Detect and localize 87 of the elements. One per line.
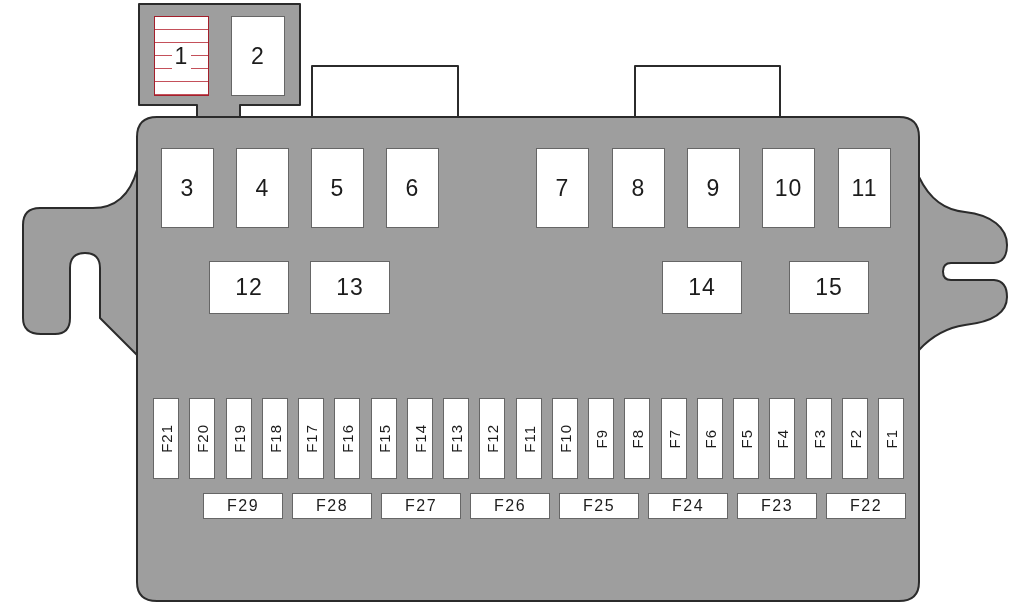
fuse-slot <box>371 398 397 479</box>
fuse-slot <box>559 493 639 519</box>
relay-number: 8 <box>631 176 646 200</box>
fuse-slot <box>262 398 288 479</box>
fuse-label: F22 <box>849 498 883 514</box>
fuse-slot <box>826 493 906 519</box>
fuse-label: F28 <box>315 498 349 514</box>
fuse-label: F27 <box>404 498 438 514</box>
fuse-label: F12 <box>484 424 500 453</box>
relay-number: 5 <box>330 176 345 200</box>
fuse-slot <box>733 398 759 479</box>
relay-socket <box>236 148 289 228</box>
relay-socket <box>231 16 285 96</box>
fuse-slot <box>479 398 505 479</box>
fuse-label: F14 <box>412 424 428 453</box>
relay-socket <box>161 148 214 228</box>
fuse-label: F5 <box>738 428 754 449</box>
fuse-label: F15 <box>376 424 392 453</box>
fuse-label: F7 <box>666 428 682 449</box>
fuse-label: F3 <box>811 428 827 449</box>
relay-socket <box>838 148 891 228</box>
relay-socket <box>687 148 740 228</box>
fuse-label: F16 <box>339 424 355 453</box>
fuse-slot <box>203 493 283 519</box>
fuse-label: F26 <box>493 498 527 514</box>
relay-socket <box>789 261 869 314</box>
fuse-label: F6 <box>702 428 718 449</box>
fuse-slot <box>806 398 832 479</box>
fuse-label: F10 <box>557 424 573 453</box>
relay-number: 14 <box>688 276 716 299</box>
relay-number: 6 <box>405 176 420 200</box>
fuse-slot <box>298 398 324 479</box>
fuse-label: F8 <box>629 428 645 449</box>
fuse-label: F18 <box>267 424 283 453</box>
fuse-label: F2 <box>847 428 863 449</box>
fuse-slot <box>552 398 578 479</box>
fuse-slot <box>381 493 461 519</box>
fuse-slot <box>407 398 433 479</box>
relay-socket <box>310 261 390 314</box>
fuse-slot <box>697 398 723 479</box>
fuse-slot <box>878 398 904 479</box>
fuse-label: F25 <box>582 498 616 514</box>
relay-number: 7 <box>555 176 570 200</box>
relay-number: 3 <box>180 176 195 200</box>
fuse-label: F29 <box>226 498 260 514</box>
fuse-slot <box>661 398 687 479</box>
fuse-slot <box>769 398 795 479</box>
fuse-slot <box>226 398 252 479</box>
relay-socket <box>612 148 665 228</box>
fuse-label: F20 <box>194 424 210 453</box>
fuse-slot <box>334 398 360 479</box>
relay-socket <box>154 16 209 96</box>
fuse-slot <box>624 398 650 479</box>
relay-socket <box>386 148 439 228</box>
relay-number: 9 <box>706 176 721 200</box>
relay-number: 4 <box>255 176 270 200</box>
fuse-slot <box>153 398 179 479</box>
fuse-label: F23 <box>760 498 794 514</box>
fuse-label: F21 <box>158 424 174 453</box>
relay-socket <box>536 148 589 228</box>
fuse-slot <box>189 398 215 479</box>
fuse-label: F9 <box>593 428 609 449</box>
fuse-slot <box>737 493 817 519</box>
fuse-slot <box>842 398 868 479</box>
fuse-label: F11 <box>521 424 537 453</box>
fuse-label: F4 <box>774 428 790 449</box>
relay-socket <box>662 261 742 314</box>
relay-number: 12 <box>235 276 263 299</box>
fuse-label: F1 <box>883 428 899 449</box>
fuse-slot <box>648 493 728 519</box>
relay-number: 11 <box>851 176 878 200</box>
fuse-slot <box>470 493 550 519</box>
relay-number: 13 <box>336 276 364 299</box>
fuse-label: F17 <box>303 424 319 453</box>
fuse-slot <box>443 398 469 479</box>
fuse-slot <box>292 493 372 519</box>
fuse-label: F13 <box>448 424 464 453</box>
relay-number: 10 <box>774 176 803 200</box>
relay-socket <box>209 261 289 314</box>
relay-number: 15 <box>815 276 843 299</box>
fuse-label: F24 <box>671 498 705 514</box>
fuse-label: F19 <box>231 424 247 453</box>
fuse-slot <box>516 398 542 479</box>
fuse-slot <box>588 398 614 479</box>
relay-socket <box>311 148 364 228</box>
relay-socket <box>762 148 815 228</box>
relay-number: 2 <box>251 44 265 68</box>
